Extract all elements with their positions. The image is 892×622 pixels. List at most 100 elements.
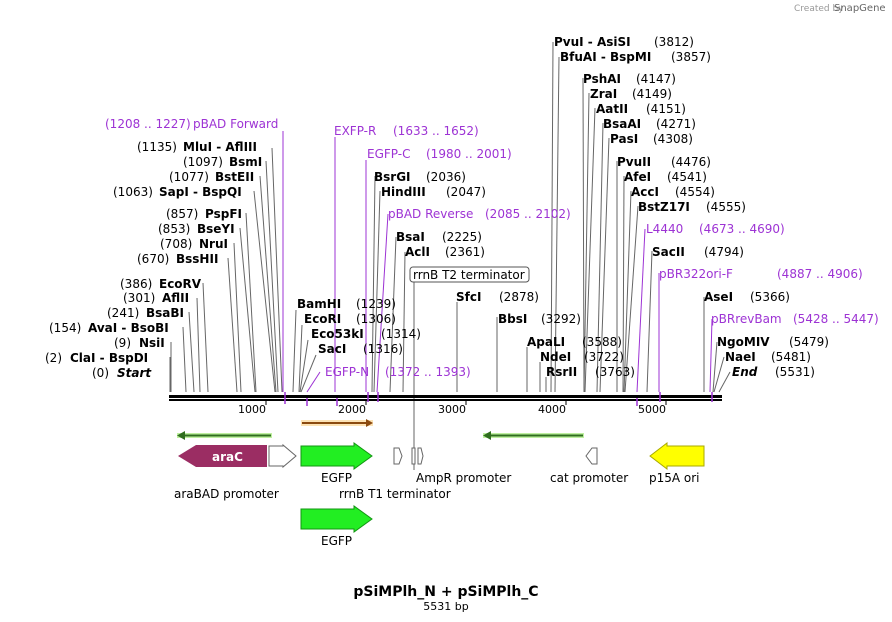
primer-bar-right[interactable] (483, 431, 584, 440)
site-label[interactable]: HindIII (381, 185, 426, 199)
site-label[interactable]: PvuI - AsiSI (554, 35, 631, 49)
site-label[interactable]: PvuII (617, 155, 651, 169)
site-label[interactable]: MluI - AflIII (183, 140, 257, 154)
site-position: (5531) (775, 365, 815, 379)
feature-label: araC (212, 450, 243, 464)
feature-label: EGFP (321, 534, 352, 548)
plasmid-name: pSiMPlh_N + pSiMPlh_C (353, 584, 538, 600)
orange-feature-bar[interactable] (301, 419, 373, 427)
primer-label[interactable]: L4440 (646, 222, 683, 236)
site-position: (4555) (706, 200, 746, 214)
site-label[interactable]: Eco53kI (311, 327, 364, 341)
site-position: (2878) (499, 290, 539, 304)
primer-label[interactable]: pBRrevBam (711, 312, 782, 326)
site-position: (2036) (426, 170, 466, 184)
primer-bar-left[interactable] (177, 431, 272, 440)
primer-position: (2085 .. 2102) (485, 207, 571, 221)
site-position: (9) (114, 336, 131, 350)
site-position: (1239) (356, 297, 396, 311)
site-label[interactable]: NdeI (540, 350, 571, 364)
primer-label[interactable]: EGFP-C (367, 147, 410, 161)
leader-ecorv (202, 282, 209, 393)
site-label[interactable]: PspFI (205, 207, 242, 221)
primer-label[interactable]: EXFP-R (334, 124, 376, 138)
site-label[interactable]: SacII (652, 245, 685, 259)
primer-position: (5428 .. 5447) (793, 312, 879, 326)
primer-binding-ticks (284, 392, 713, 406)
site-label[interactable]: NsiI (139, 336, 165, 350)
site-label[interactable]: BstEII (215, 170, 254, 184)
primer-position: (4887 .. 4906) (777, 267, 863, 281)
ampr-promoter-feature[interactable] (411, 447, 424, 465)
leader-l4440 (636, 228, 646, 393)
leader-pbrrevbam (709, 318, 713, 393)
site-label[interactable]: BsaBI (146, 306, 184, 320)
site-label[interactable]: AccI (631, 185, 659, 199)
site-label[interactable]: BbsI (498, 312, 527, 326)
egfp-feature-second[interactable] (300, 505, 373, 533)
cat-promoter-feature[interactable] (585, 447, 598, 465)
leader-acci (623, 190, 632, 393)
site-label[interactable]: BsmI (229, 155, 262, 169)
site-label[interactable]: EcoRV (159, 277, 202, 291)
site-label[interactable]: PshAI (583, 72, 621, 86)
leader-ngomiv (712, 341, 718, 393)
site-label[interactable]: RsrII (546, 365, 577, 379)
site-label[interactable]: BseYI (197, 222, 235, 236)
site-label[interactable]: BstZ17I (638, 200, 690, 214)
leader-bsai (389, 236, 397, 393)
rrnb-t1-terminator-feature[interactable] (393, 447, 403, 465)
site-label[interactable]: AvaI - BsoBI (88, 321, 169, 335)
site-label[interactable]: PasI (610, 132, 638, 146)
site-label[interactable]: BsaAI (603, 117, 641, 131)
leader-sacii (646, 250, 653, 393)
site-label[interactable]: NgoMIV (717, 335, 770, 349)
site-label[interactable]: AclI (405, 245, 430, 259)
leader-avai (182, 326, 187, 393)
site-label[interactable]: BsrGI (374, 170, 411, 184)
site-position: (3292) (541, 312, 581, 326)
site-label[interactable]: SfcI (456, 290, 481, 304)
site-label[interactable]: BfuAI - BspMI (560, 50, 651, 64)
site-label[interactable]: End (732, 365, 758, 379)
site-position: (853) (158, 222, 190, 236)
ruler-tick-label: 3000 (438, 403, 466, 416)
site-label[interactable]: ApaLI (527, 335, 565, 349)
p15a-ori-feature[interactable] (649, 441, 705, 471)
site-label[interactable]: Start (117, 366, 152, 380)
site-label[interactable]: BsaI (396, 230, 425, 244)
site-label[interactable]: AfeI (624, 170, 651, 184)
arac-feature[interactable]: araC (178, 445, 267, 467)
leader-pasi (599, 137, 610, 393)
site-label[interactable]: ClaI - BspDI (70, 351, 148, 365)
site-label[interactable]: AatII (596, 102, 628, 116)
leader-mlui (271, 147, 283, 393)
site-position: (5479) (789, 335, 829, 349)
site-position: (4554) (675, 185, 715, 199)
rrnb-t2-terminator-box[interactable]: rrnB T2 terminator (409, 266, 530, 283)
egfp-feature[interactable] (300, 442, 373, 470)
site-label[interactable]: AflII (162, 291, 189, 305)
site-label[interactable]: BamHI (297, 297, 341, 311)
site-position: (4151) (646, 102, 686, 116)
site-label[interactable]: NruI (199, 237, 228, 251)
leader-aflii (196, 297, 201, 393)
feature-label: AmpR promoter (416, 471, 511, 485)
feature-label: cat promoter (550, 471, 628, 485)
site-position: (0) (92, 366, 109, 380)
primer-label[interactable]: pBR322ori-F (659, 267, 733, 281)
site-label[interactable]: SapI - BspQI (159, 185, 242, 199)
site-position: (4149) (632, 87, 672, 101)
arabad-promoter-feature[interactable] (268, 443, 297, 469)
site-label[interactable]: AseI (704, 290, 733, 304)
primer-label[interactable]: EGFP-N (325, 365, 369, 379)
site-label[interactable]: EcoRI (304, 312, 341, 326)
snapgene-logo-text: SnapGene (834, 3, 886, 14)
leader-pshai (582, 77, 585, 393)
site-label[interactable]: NaeI (725, 350, 756, 364)
primer-label[interactable]: pBAD Forward (193, 117, 278, 131)
primer-label[interactable]: pBAD Reverse (388, 207, 473, 221)
site-label[interactable]: SacI (318, 342, 346, 356)
site-label[interactable]: BssHII (176, 252, 218, 266)
site-label[interactable]: ZraI (590, 87, 617, 101)
